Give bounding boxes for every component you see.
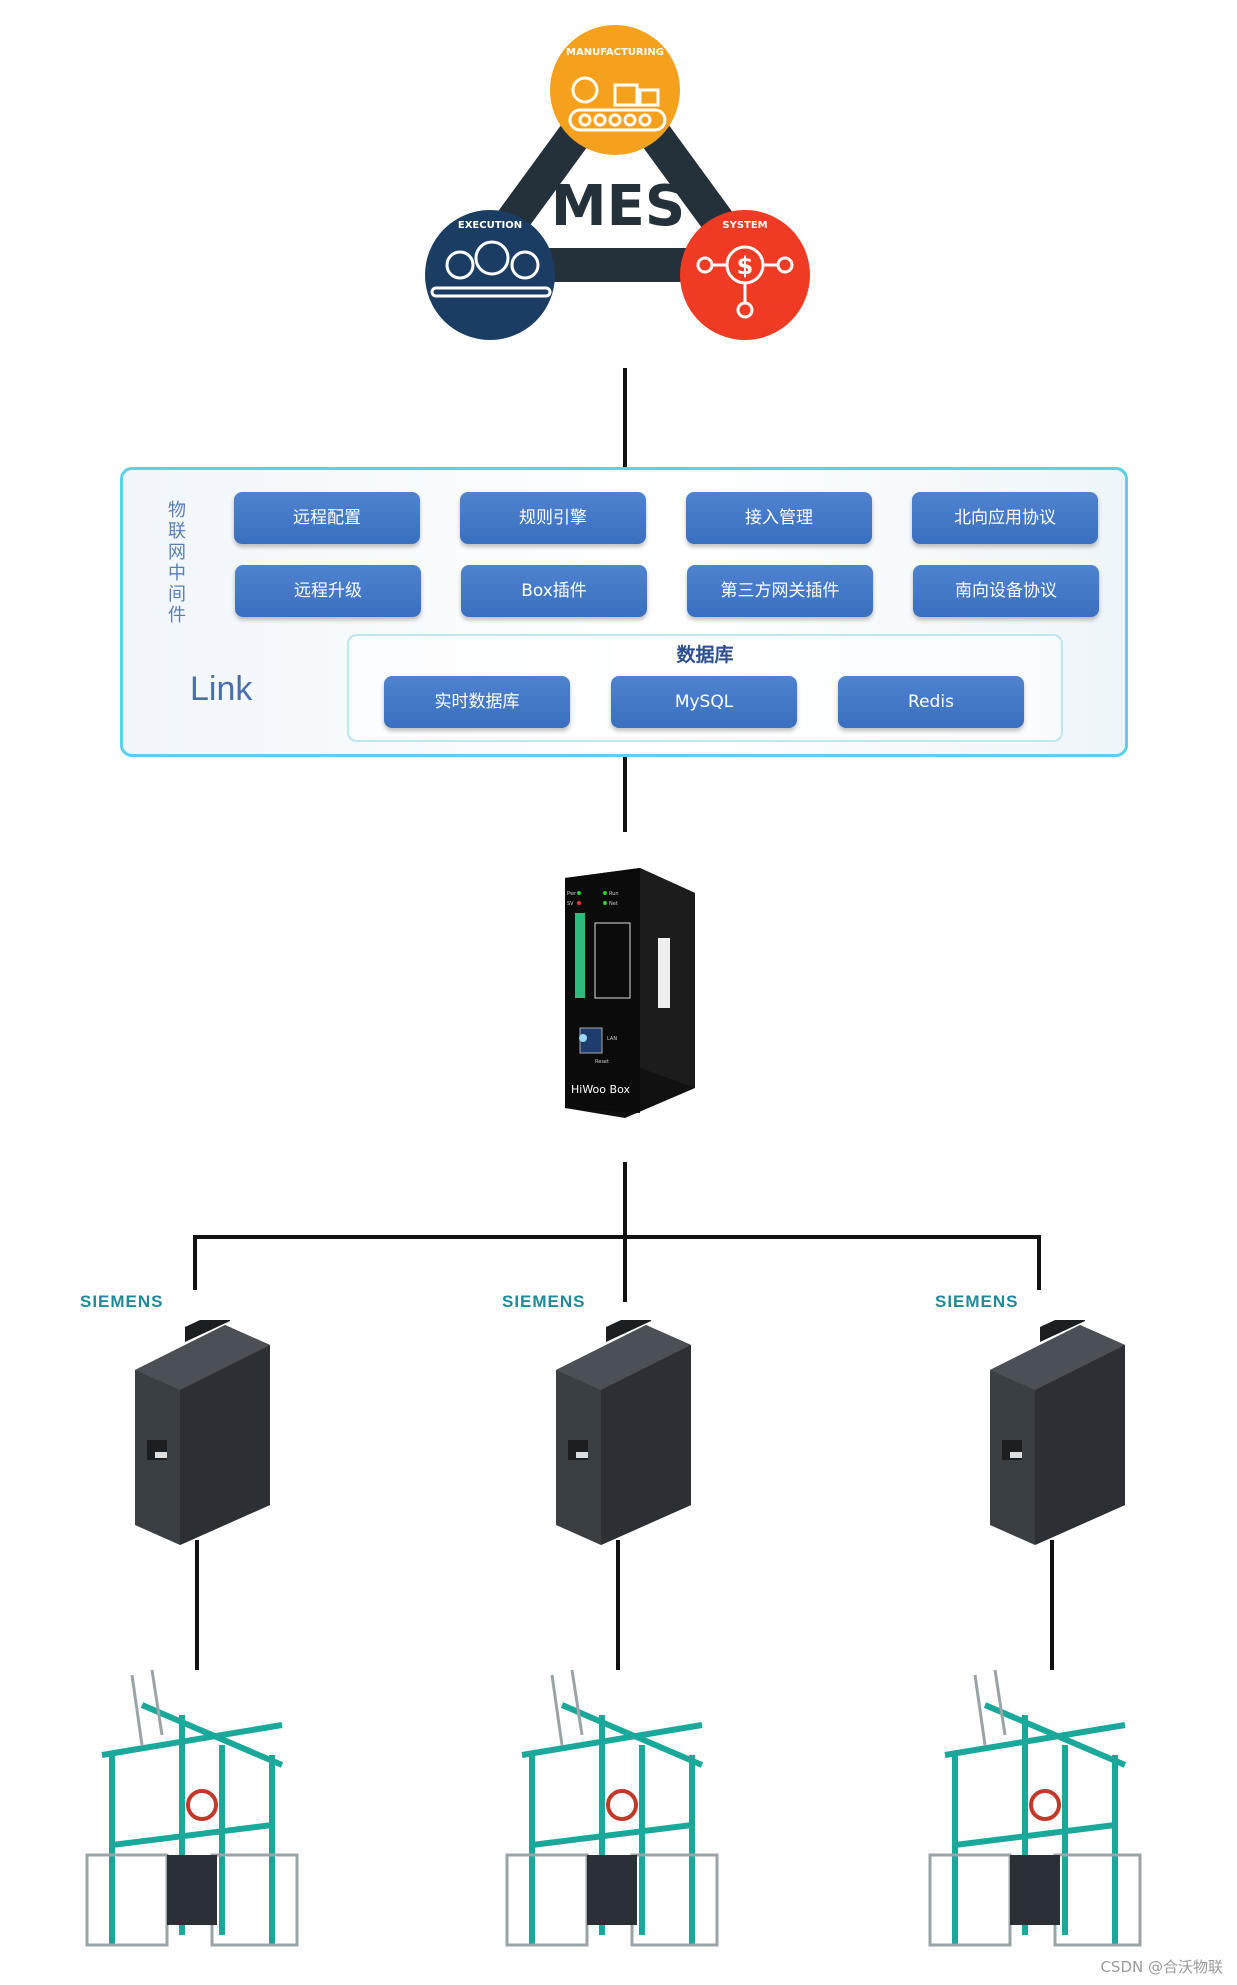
- drop-line-3: [1037, 1235, 1041, 1290]
- third-party-gateway-plugin-button[interactable]: 第三方网关插件: [687, 565, 873, 617]
- machine-1: [85, 1669, 299, 1947]
- execution-label: EXECUTION: [458, 220, 522, 231]
- hiwoo-box-gateway: HiWoo Box LAN Reset Pwr Run SV Net: [565, 868, 695, 1118]
- siemens-logo-3: SIEMENS: [935, 1292, 1019, 1311]
- plc-module-2: [556, 1320, 691, 1545]
- drop-line-1: [193, 1235, 197, 1290]
- remote-upgrade-button[interactable]: 远程升级: [235, 565, 421, 617]
- plc-machine-line-3: [1050, 1540, 1054, 1670]
- southbound-protocol-button[interactable]: 南向设备协议: [913, 565, 1099, 617]
- reset-label: Reset: [595, 1059, 609, 1065]
- mes-logo: MANUFACTURING MES EXECUTION SYSTEM $: [425, 25, 810, 340]
- rule-engine-button[interactable]: 规则引擎: [460, 492, 646, 544]
- plc-module-1: [135, 1320, 270, 1545]
- sv-label: SV: [567, 901, 574, 907]
- svg-text:$: $: [737, 252, 754, 280]
- connector-link-gateway: [623, 757, 627, 832]
- pwr-label: Pwr: [567, 891, 577, 897]
- machine-3: [928, 1669, 1142, 1947]
- realtime-db-button[interactable]: 实时数据库: [384, 676, 570, 728]
- plc-machine-line-1: [195, 1540, 199, 1670]
- northbound-protocol-button[interactable]: 北向应用协议: [912, 492, 1098, 544]
- mysql-button[interactable]: MySQL: [611, 676, 797, 728]
- database-title: 数据库: [676, 644, 734, 666]
- mes-title: MES: [551, 174, 685, 239]
- plc-module-3: [990, 1320, 1125, 1545]
- plc-machine-line-2: [616, 1540, 620, 1670]
- manufacturing-label: MANUFACTURING: [566, 47, 664, 58]
- connector-gateway-bus: [623, 1162, 627, 1302]
- link-name: Link: [190, 670, 253, 708]
- access-management-button[interactable]: 接入管理: [686, 492, 872, 544]
- iot-middleware-label: 物联网中间件: [168, 500, 186, 626]
- box-plugin-button[interactable]: Box插件: [461, 565, 647, 617]
- siemens-logo-1: SIEMENS: [80, 1292, 164, 1311]
- watermark: CSDN @合沃物联: [1100, 1958, 1223, 1976]
- remote-config-button[interactable]: 远程配置: [234, 492, 420, 544]
- system-circle: [680, 210, 810, 340]
- lan-label: LAN: [607, 1036, 617, 1042]
- siemens-logo-2: SIEMENS: [502, 1292, 586, 1311]
- gateway-label: HiWoo Box: [571, 1083, 630, 1096]
- run-label: Run: [609, 891, 619, 897]
- bus-line: [193, 1235, 1041, 1239]
- system-label: SYSTEM: [722, 220, 767, 231]
- machine-2: [505, 1669, 719, 1947]
- connector-mes-link: [623, 368, 627, 468]
- net-label: Net: [609, 901, 618, 907]
- redis-button[interactable]: Redis: [838, 676, 1024, 728]
